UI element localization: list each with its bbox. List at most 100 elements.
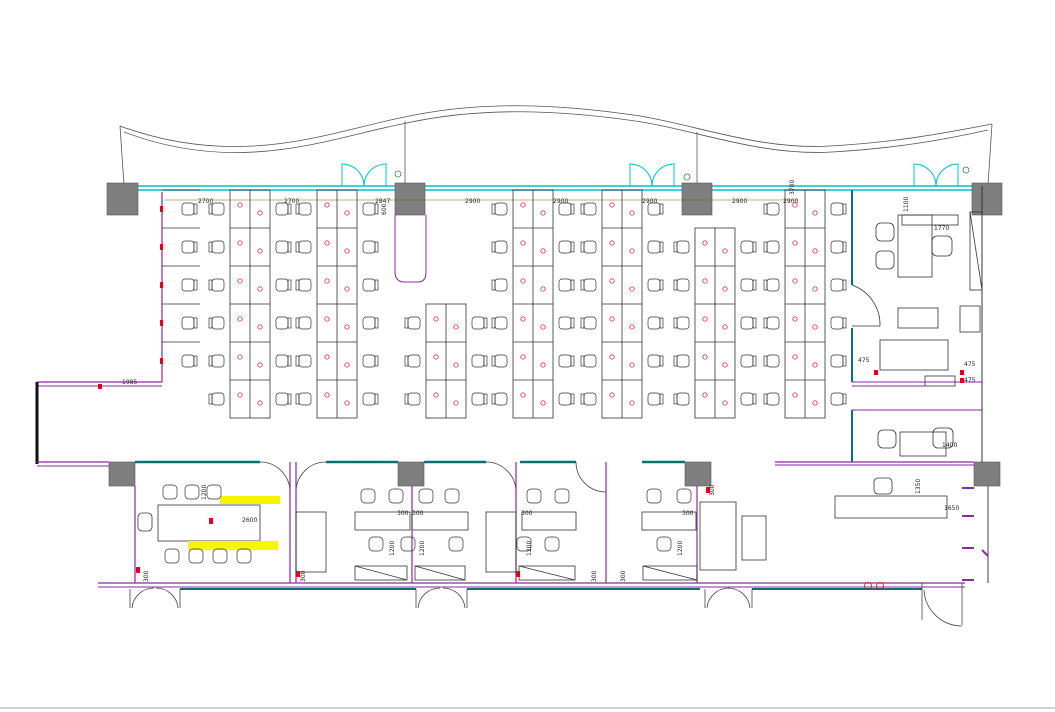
chair-icon: [448, 536, 464, 552]
socket-icon: [792, 316, 798, 322]
chair-seat: [362, 278, 376, 292]
chair-seat: [676, 392, 690, 406]
chair-back: [287, 279, 292, 291]
dim-label: 2847: [375, 198, 390, 205]
chair-icon: [181, 240, 198, 254]
chair-back: [208, 241, 213, 253]
small-offices: [295, 501, 767, 581]
socket-icon: [344, 362, 350, 368]
socket-icon: [722, 248, 728, 254]
socket-icon: [344, 248, 350, 254]
chair-seat: [766, 240, 780, 254]
chair-back: [295, 317, 300, 329]
chair-icon: [236, 548, 252, 564]
socket-icon: [540, 210, 546, 216]
chair-seat: [494, 316, 508, 330]
chair-back: [752, 279, 757, 291]
chair-seat: [298, 278, 312, 292]
workstation-clusters: [162, 189, 847, 419]
socket-icon: [324, 278, 330, 284]
chair-seat: [583, 240, 597, 254]
socket-icon: [237, 316, 243, 322]
chair-seat: [362, 202, 376, 216]
socket-icon: [520, 316, 526, 322]
chair-seat: [471, 354, 485, 368]
chair-back: [295, 355, 300, 367]
chair-back: [374, 355, 379, 367]
chair-back: [295, 203, 300, 215]
socket-icon: [812, 324, 818, 330]
chair-seat: [647, 278, 661, 292]
chair-back: [287, 393, 292, 405]
socket-icon: [520, 392, 526, 398]
chair-icon: [830, 354, 847, 368]
chair-seat: [558, 392, 572, 406]
chair-icon: [830, 316, 847, 330]
dim-label: 1200: [419, 541, 426, 556]
socket-icon: [257, 400, 263, 406]
chair-icon: [676, 488, 692, 504]
structural-columns: [106, 182, 1003, 487]
dim-label: 2900: [783, 198, 798, 205]
chair-seat: [211, 392, 225, 406]
socket-icon: [433, 316, 439, 322]
chair-seat: [362, 316, 376, 330]
reception-desk: [834, 477, 948, 519]
chair-icon: [740, 392, 757, 406]
chair-back: [404, 355, 409, 367]
chair-back: [208, 317, 213, 329]
socket-icon: [812, 248, 818, 254]
chair-seat: [494, 202, 508, 216]
chair-back: [193, 241, 198, 253]
dim-label: 2600: [242, 517, 257, 524]
chair-seat: [275, 316, 289, 330]
chair-back: [491, 203, 496, 215]
dim-label: 2700: [284, 198, 299, 205]
chair-icon: [646, 488, 662, 504]
chair-icon: [544, 536, 560, 552]
chair-icon: [418, 488, 434, 504]
socket-icon: [722, 400, 728, 406]
dim-label: 475: [858, 357, 870, 364]
chair-icon: [491, 316, 508, 330]
chair-icon: [647, 278, 664, 292]
socket-icon: [629, 362, 635, 368]
chair-icon: [181, 278, 198, 292]
socket-icon: [812, 286, 818, 292]
chair-back: [673, 279, 678, 291]
chair-seat: [558, 316, 572, 330]
chair-back: [491, 355, 496, 367]
lower-room-walls: [134, 460, 974, 583]
socket-icon: [453, 362, 459, 368]
chair-icon: [362, 316, 379, 330]
chair-seat: [298, 392, 312, 406]
socket-icon: [257, 286, 263, 292]
dim-label: 475: [964, 377, 976, 384]
chair-icon: [580, 316, 597, 330]
dim-label: 475: [964, 361, 976, 368]
right-wall-markers: [962, 487, 989, 581]
chair-icon: [162, 484, 178, 500]
socket-icon: [722, 286, 728, 292]
chair-icon: [763, 316, 780, 330]
dim-label: 1770: [934, 225, 949, 232]
chair-seat: [647, 240, 661, 254]
chair-icon: [558, 278, 575, 292]
chair-icon: [491, 240, 508, 254]
socket-icon: [257, 248, 263, 254]
chair-icon: [673, 278, 690, 292]
socket-icon: [257, 210, 263, 216]
chair-back: [374, 203, 379, 215]
socket-icon: [237, 354, 243, 360]
chair-seat: [298, 316, 312, 330]
dim-label: 3700: [789, 180, 796, 195]
socket-icon: [257, 324, 263, 330]
chair-icon: [400, 536, 416, 552]
chair-back: [193, 203, 198, 215]
chair-icon: [275, 392, 292, 406]
chair-seat: [407, 392, 421, 406]
chair-seat: [211, 354, 225, 368]
chair-icon: [580, 392, 597, 406]
socket-icon: [237, 202, 243, 208]
chair-seat: [676, 354, 690, 368]
